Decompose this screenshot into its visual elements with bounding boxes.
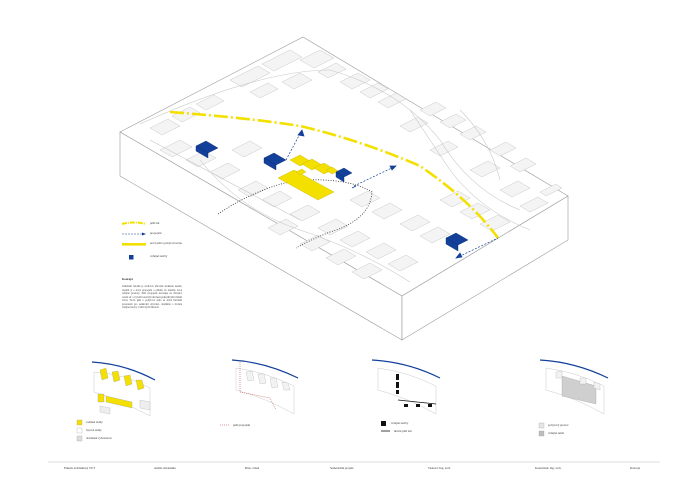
footer-item-3: Semestrální projekt: [330, 466, 354, 470]
model-right-face: [401, 195, 569, 341]
pedestrian-path: [169, 110, 500, 239]
connection-arrows: [285, 129, 499, 259]
footer-item-4: Vedoucí: Ing. arch.: [428, 466, 451, 470]
street-lines: [139, 69, 531, 283]
diagram-1-legend-0: rodinné domy: [86, 420, 103, 424]
legend-symbol-public: [129, 255, 134, 260]
legend-label-path: pěší tah: [150, 221, 160, 225]
legend-label-public: veřejné stavby: [150, 254, 168, 258]
diagram-2-legend-0: pěší propojení: [233, 423, 251, 427]
diagram-1-legend-1: bytové domy: [86, 428, 102, 432]
dotted-connection: [217, 179, 373, 249]
description-text: Záměrem návrhu je zachovat původní struk…: [122, 285, 182, 309]
diagram-3-legend-1: hlavní pěší tah: [394, 429, 412, 433]
footer-item-6: Koncept: [630, 466, 641, 470]
legend-label-connection: propojení: [150, 231, 162, 235]
building-fabric: [149, 49, 563, 280]
public-buildings: [195, 140, 469, 252]
diagram-2: [220, 359, 299, 426]
footer-item-2: Brno, Líšeň: [245, 466, 260, 470]
pedestrian-zone: [277, 154, 339, 201]
legend-symbol-zone: [122, 243, 146, 246]
legend-symbol-connection-head: [142, 232, 146, 236]
description-heading: Koncept: [122, 277, 133, 281]
legend-label-zone: nová pěší a pobytová zóna: [150, 241, 182, 245]
footer-item-1: Ateliér urbanismu: [154, 466, 176, 470]
footer-item-5: Konzultant: Ing. arch.: [535, 466, 562, 470]
diagram-3-legend-0: veřejné stavby: [391, 421, 409, 425]
diagram-4-legend-1: veřejná zeleň: [548, 431, 564, 435]
legend-symbol-path: [121, 221, 147, 225]
diagram-4: [538, 359, 609, 437]
diagram-3: [371, 359, 441, 432]
diagram-1-legend-2: občanská vybavenost: [86, 436, 112, 440]
footer-item-0: Fakulta architektury VUT: [64, 466, 96, 470]
diagram-1: [76, 361, 156, 442]
diagram-4-legend-0: pobytový prostor: [548, 423, 569, 427]
